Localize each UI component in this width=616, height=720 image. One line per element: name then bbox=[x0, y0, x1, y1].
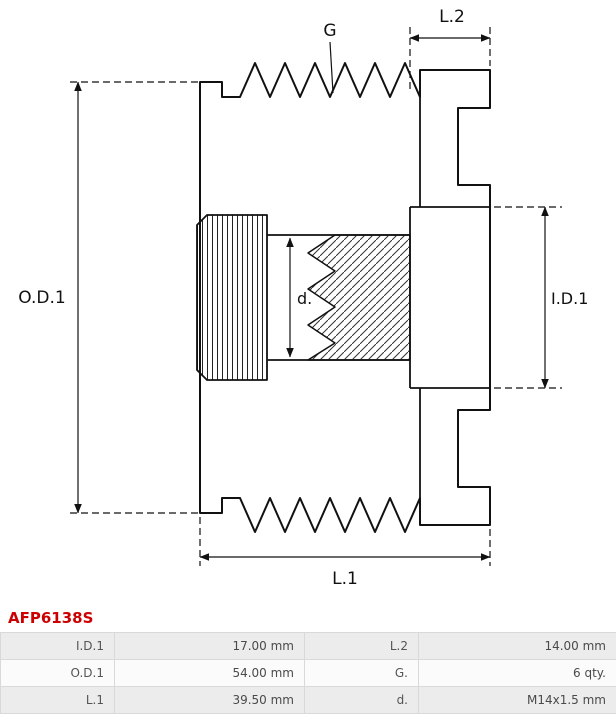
spec-value-od1: 54.00 mm bbox=[114, 659, 305, 687]
d-label: d. bbox=[297, 289, 312, 308]
pulley-diagram: O.D.1 L.1 L.2 G bbox=[18, 7, 588, 589]
spec-value-l1: 39.50 mm bbox=[114, 686, 305, 714]
spec-value-id1: 17.00 mm bbox=[114, 632, 305, 660]
spec-label-id1: I.D.1 bbox=[0, 632, 115, 660]
spec-value-g: 6 qty. bbox=[418, 659, 616, 687]
g-label: G bbox=[323, 21, 336, 41]
spec-label-d: d. bbox=[304, 686, 419, 714]
spec-row: O.D.1 54.00 mm G. 6 qty. bbox=[0, 659, 616, 687]
l2-label: L.2 bbox=[439, 7, 465, 27]
spec-row: I.D.1 17.00 mm L.2 14.00 mm bbox=[0, 632, 616, 660]
pulley-diagram-svg: O.D.1 L.1 L.2 G bbox=[18, 7, 588, 589]
spec-label-od1: O.D.1 bbox=[0, 659, 115, 687]
spec-label-g: G. bbox=[304, 659, 419, 687]
dimension-l2 bbox=[409, 27, 491, 92]
id1-label: I.D.1 bbox=[551, 289, 588, 308]
spec-label-l2: L.2 bbox=[304, 632, 419, 660]
dimension-od1 bbox=[70, 81, 200, 514]
spec-table: I.D.1 17.00 mm L.2 14.00 mm O.D.1 54.00 … bbox=[0, 632, 616, 714]
g-leader-line bbox=[329, 41, 334, 94]
spec-label-l1: L.1 bbox=[0, 686, 115, 714]
od1-label: O.D.1 bbox=[18, 288, 65, 308]
spec-value-d: M14x1.5 mm bbox=[418, 686, 616, 714]
l1-label: L.1 bbox=[332, 569, 358, 589]
thread-hatch bbox=[307, 234, 411, 361]
dimension-l1 bbox=[199, 517, 491, 566]
spec-row: L.1 39.50 mm d. M14x1.5 mm bbox=[0, 686, 616, 714]
spec-value-l2: 14.00 mm bbox=[418, 632, 616, 660]
hub-knurl-hatch bbox=[196, 214, 268, 381]
part-number: AFP6138S bbox=[8, 609, 94, 627]
dimension-id1 bbox=[494, 206, 562, 389]
